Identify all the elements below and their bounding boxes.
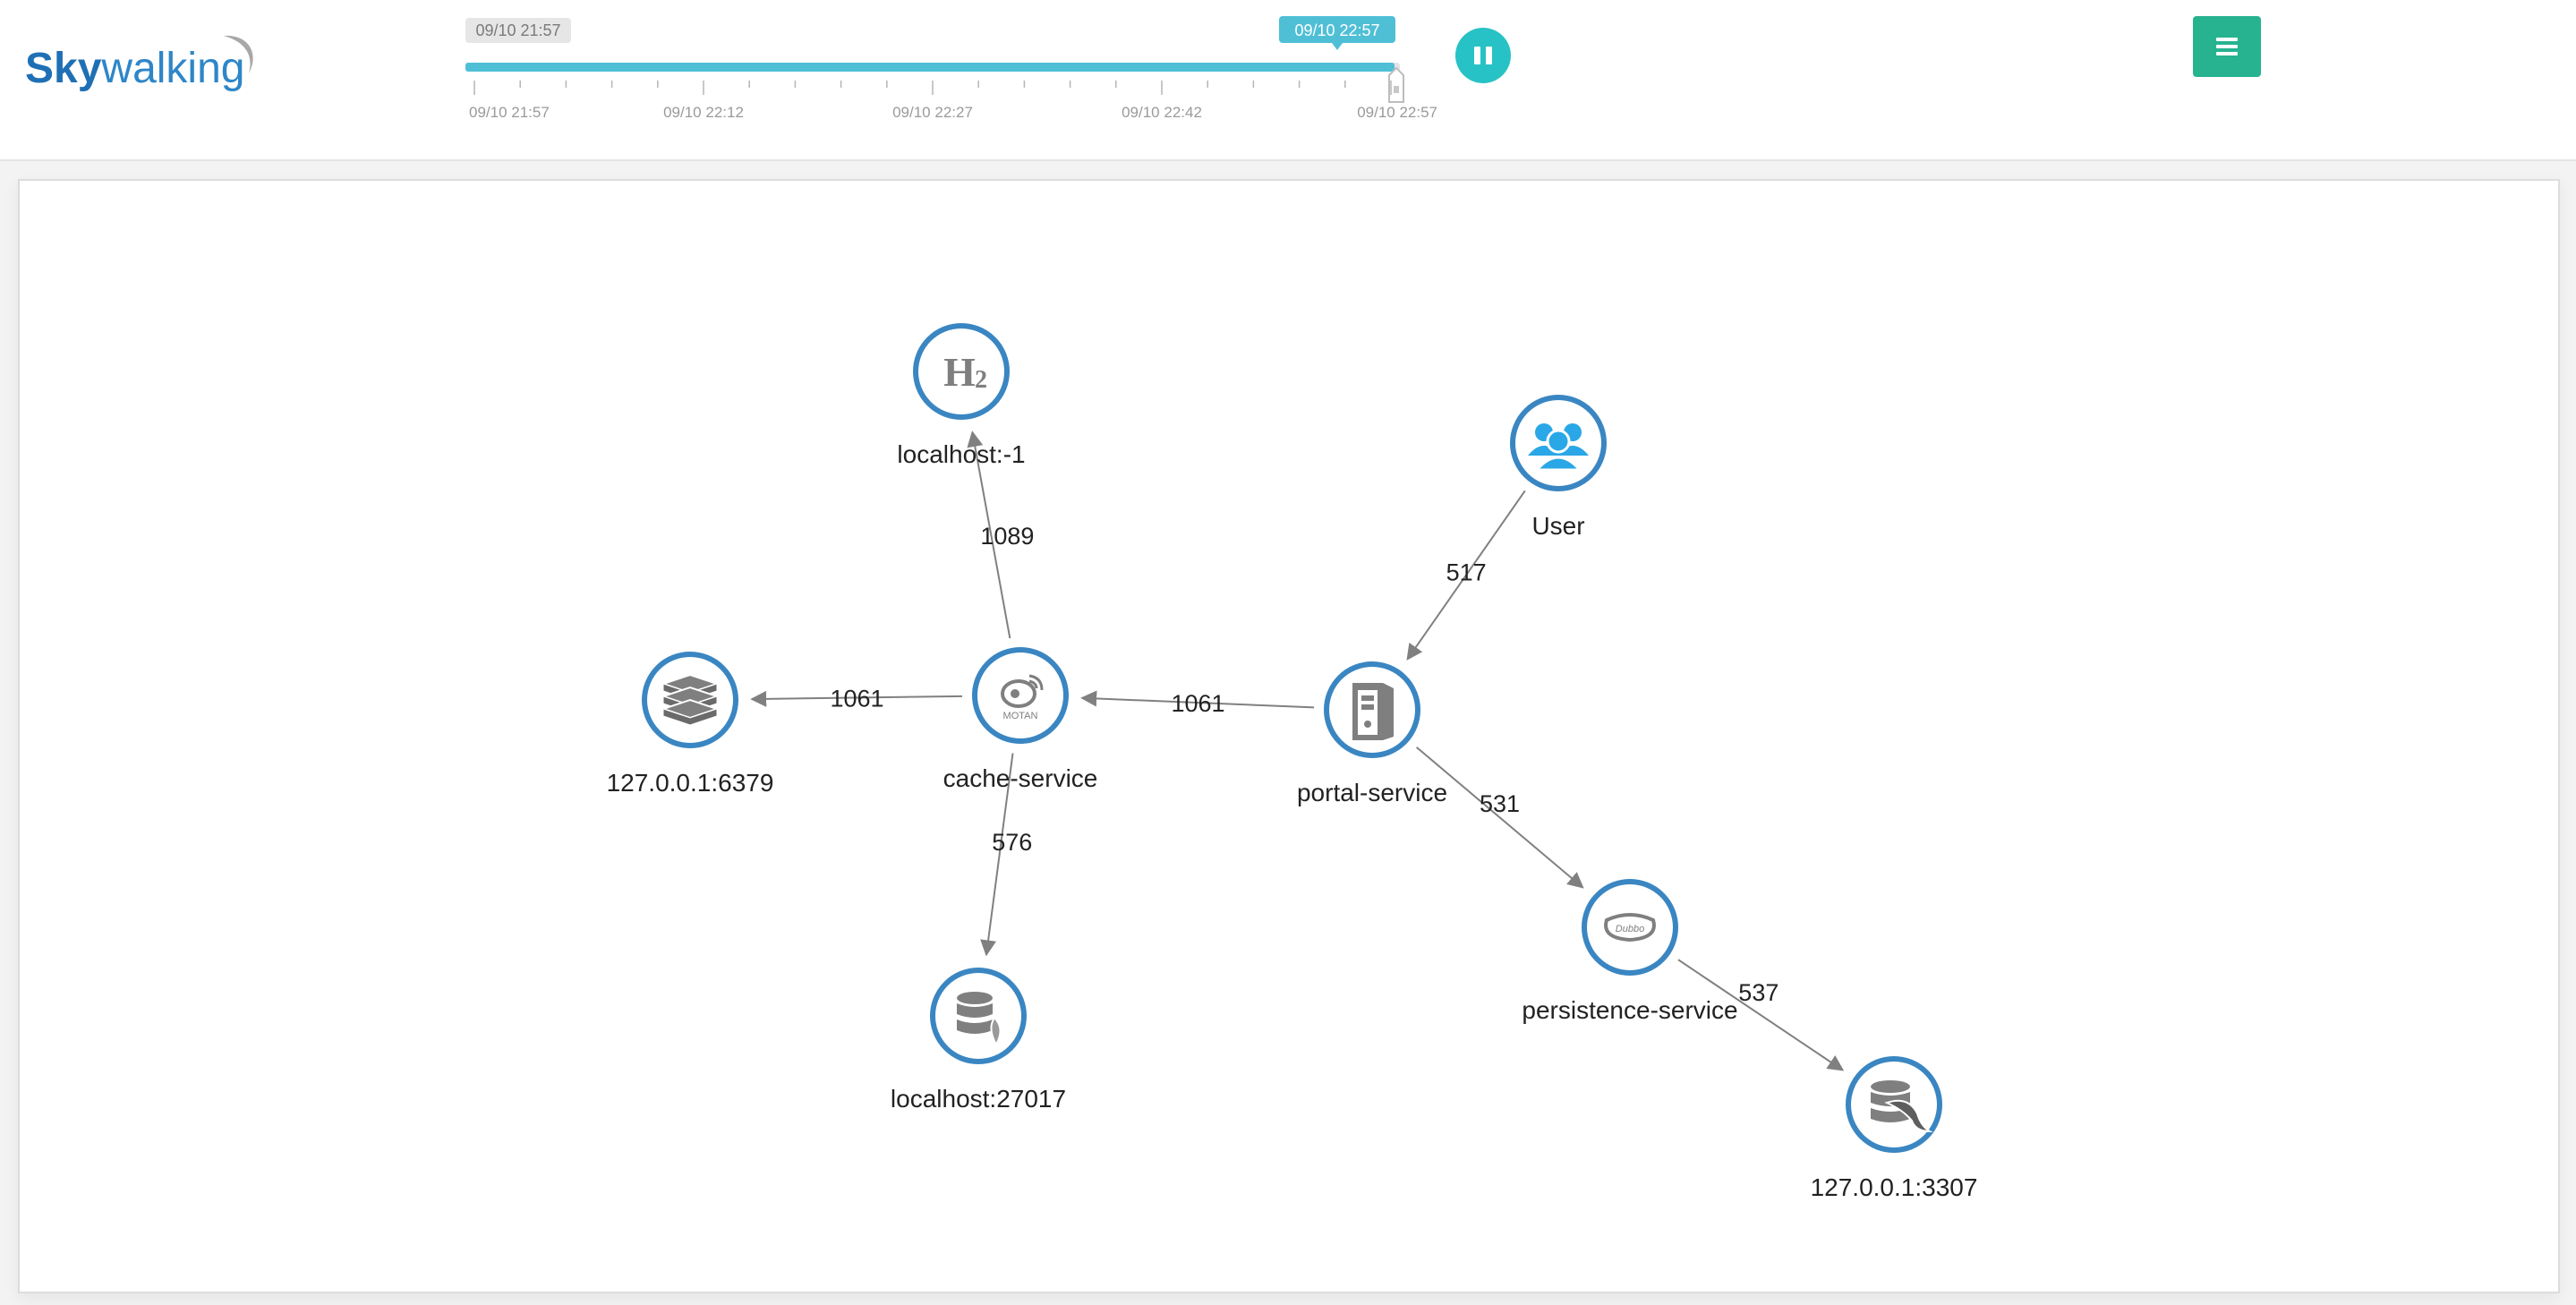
pause-button[interactable] xyxy=(1455,28,1511,83)
timeline-tick-label: 09/10 22:42 xyxy=(1122,104,1202,121)
timeline-start-badge: 09/10 21:57 xyxy=(465,18,571,43)
motan-icon: MOTAN xyxy=(1001,674,1044,721)
logo-swoosh-icon xyxy=(224,35,253,73)
timeline-tick-label: 09/10 22:27 xyxy=(892,104,973,121)
node-portal[interactable]: portal-service xyxy=(1297,661,1447,806)
timeline-tick-label: 09/10 22:12 xyxy=(663,104,744,121)
timeline-tick-label: 09/10 22:57 xyxy=(1357,104,1437,121)
hamburger-menu-icon-mid xyxy=(2216,45,2238,48)
svg-text:H: H xyxy=(943,349,976,395)
edge-user-portal[interactable]: 517 xyxy=(1406,490,1526,661)
node-label: 127.0.0.1:3307 xyxy=(1811,1173,1978,1201)
server-icon xyxy=(1352,683,1394,740)
edge-call-count: 537 xyxy=(1738,979,1778,1006)
edge-portal-persistence[interactable]: 531 xyxy=(1416,746,1584,889)
svg-text:Dubbo: Dubbo xyxy=(1616,924,1644,934)
node-label: cache-service xyxy=(943,764,1098,792)
pause-icon-bar xyxy=(1486,47,1492,64)
dubbo-icon: Dubbo xyxy=(1604,913,1656,942)
edges-layer: 1089 517 1061 1061 531 576 537 xyxy=(750,431,1845,1071)
timeline-fill xyxy=(465,63,1395,72)
node-cache[interactable]: MOTAN cache-service xyxy=(943,647,1098,792)
edge-call-count: 517 xyxy=(1446,559,1487,585)
menu-button[interactable] xyxy=(2193,16,2261,77)
hamburger-menu-icon xyxy=(2216,38,2238,41)
node-persistence[interactable]: Dubbo persistence-service xyxy=(1522,879,1738,1024)
node-user[interactable]: User xyxy=(1510,395,1607,540)
edge-portal-cache[interactable]: 1061 xyxy=(1080,690,1315,717)
node-label: portal-service xyxy=(1297,779,1447,806)
edge-call-count: 1089 xyxy=(980,523,1034,550)
node-label: localhost:27017 xyxy=(891,1085,1066,1113)
edge-call-count: 576 xyxy=(992,829,1032,856)
edge-cache-redis[interactable]: 1061 xyxy=(750,685,963,712)
node-label: localhost:-1 xyxy=(897,440,1025,468)
timeline-start-label: 09/10 21:57 xyxy=(475,21,560,39)
redis-icon xyxy=(660,673,721,726)
node-redis[interactable]: 127.0.0.1:6379 xyxy=(607,652,774,797)
svg-text:MOTAN: MOTAN xyxy=(1003,711,1038,721)
edge-call-count: 531 xyxy=(1480,790,1520,817)
skywalking-logo[interactable]: Skywalking xyxy=(25,27,267,98)
timeline-handle[interactable] xyxy=(1388,66,1404,103)
node-label: 127.0.0.1:6379 xyxy=(607,769,774,797)
edge-call-count: 1061 xyxy=(830,685,883,712)
node-mongo[interactable]: localhost:27017 xyxy=(891,968,1066,1113)
timeline-current-label: 09/10 22:57 xyxy=(1294,21,1379,39)
svg-text:Skywalking: Skywalking xyxy=(25,45,244,92)
mysql-icon xyxy=(1871,1080,1933,1133)
users-icon xyxy=(1528,423,1589,472)
node-label: persistence-service xyxy=(1522,996,1737,1024)
edge-cache-h2[interactable]: 1089 xyxy=(967,431,1034,639)
pause-icon xyxy=(1474,47,1480,64)
logo-text-suffix: walking xyxy=(100,45,244,92)
mongodb-icon xyxy=(957,992,1002,1047)
logo-text-prefix: Sky xyxy=(25,45,102,92)
edge-cache-mongo[interactable]: 576 xyxy=(980,753,1032,957)
node-label: User xyxy=(1531,512,1584,540)
edge-persistence-mysql[interactable]: 537 xyxy=(1677,959,1845,1071)
time-range-slider[interactable]: 09/10 21:57 09/10 22:57 09/10 21:57 09/10 2… xyxy=(448,13,1441,147)
timeline-current-badge: 09/10 22:57 xyxy=(1279,16,1395,50)
timeline-tick-label: 09/10 21:57 xyxy=(469,104,550,121)
hamburger-menu-icon-bottom xyxy=(2216,52,2238,55)
edge-call-count: 1061 xyxy=(1171,690,1224,717)
node-mysql[interactable]: 127.0.0.1:3307 xyxy=(1811,1056,1978,1201)
svg-text:2: 2 xyxy=(975,366,987,394)
